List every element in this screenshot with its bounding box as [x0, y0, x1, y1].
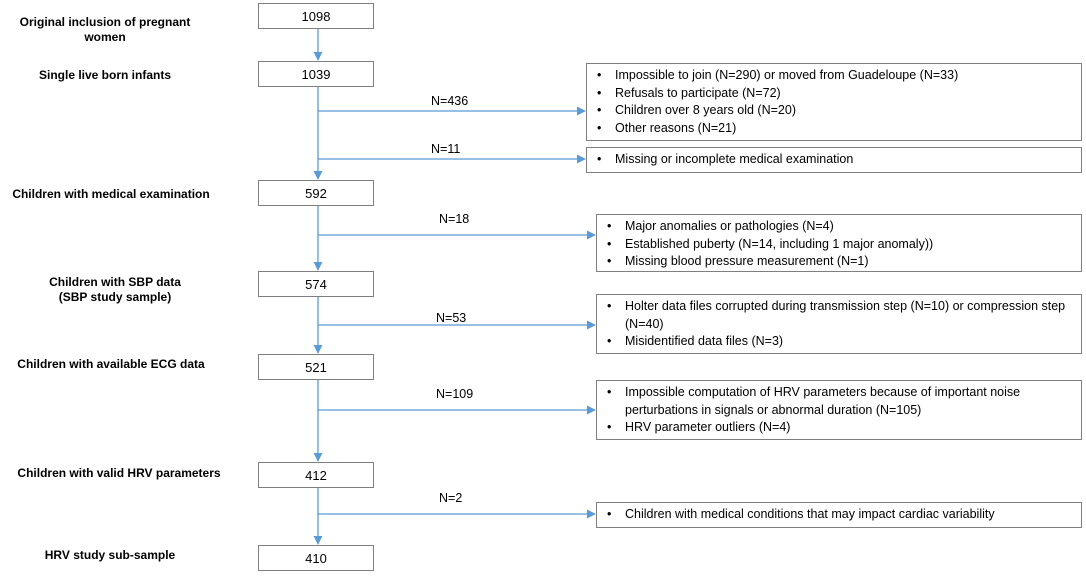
exclusion-count-5: N=2 [439, 491, 463, 505]
count-value: 574 [305, 276, 327, 292]
count-value: 592 [305, 185, 327, 201]
exclusion-box-2: Major anomalies or pathologies (N=4) Est… [596, 214, 1082, 272]
exclusion-item: Missing blood pressure measurement (N=1) [603, 253, 1075, 271]
exclusion-box-3: Holter data files corrupted during trans… [596, 294, 1082, 354]
exclusion-count-1: N=11 [431, 142, 461, 156]
exclusion-count-3: N=53 [436, 311, 467, 325]
exclusion-item: Missing or incomplete medical examinatio… [593, 151, 1075, 169]
stage-label-6: HRV study sub-sample [44, 548, 176, 562]
stage-label-3: Children with SBP data(SBP study sample) [49, 275, 181, 304]
exclusion-item: Misidentified data files (N=3) [603, 333, 1075, 351]
exclusion-item: Major anomalies or pathologies (N=4) [603, 218, 1075, 236]
exclusion-count-2: N=18 [439, 212, 470, 226]
stage-label-2: Children with medical examination [12, 187, 210, 201]
exclusion-count-4: N=109 [436, 387, 474, 401]
exclusion-item: Children over 8 years old (N=20) [593, 102, 1075, 120]
stage-label-5: Children with valid HRV parameters [17, 466, 221, 480]
exclusion-item: Established puberty (N=14, including 1 m… [603, 236, 1075, 254]
count-value: 521 [305, 359, 327, 375]
exclusion-box-1: Missing or incomplete medical examinatio… [586, 147, 1082, 173]
count-value: 1098 [301, 8, 331, 24]
count-box-4: 521 [258, 354, 374, 380]
exclusion-item: Refusals to participate (N=72) [593, 85, 1075, 103]
count-value: 410 [305, 550, 327, 566]
exclusion-box-0: Impossible to join (N=290) or moved from… [586, 63, 1082, 141]
count-value: 1039 [301, 66, 331, 82]
exclusion-box-5: Children with medical conditions that ma… [596, 502, 1082, 528]
exclusion-item: Children with medical conditions that ma… [603, 506, 1075, 524]
count-box-0: 1098 [258, 3, 374, 29]
stage-label-1: Single live born infants [38, 68, 172, 82]
exclusion-item: Other reasons (N=21) [593, 120, 1075, 138]
exclusion-box-4: Impossible computation of HRV parameters… [596, 380, 1082, 440]
exclusion-item: Impossible computation of HRV parameters… [603, 384, 1075, 419]
count-value: 412 [305, 467, 327, 483]
count-box-1: 1039 [258, 61, 374, 87]
count-box-6: 410 [258, 545, 374, 571]
exclusion-item: Holter data files corrupted during trans… [603, 298, 1075, 333]
count-box-2: 592 [258, 180, 374, 206]
stage-label-4: Children with available ECG data [17, 357, 205, 371]
exclusion-item: HRV parameter outliers (N=4) [603, 419, 1075, 437]
exclusion-count-0: N=436 [431, 94, 469, 108]
exclusion-item: Impossible to join (N=290) or moved from… [593, 67, 1075, 85]
count-box-3: 574 [258, 271, 374, 297]
count-box-5: 412 [258, 462, 374, 488]
